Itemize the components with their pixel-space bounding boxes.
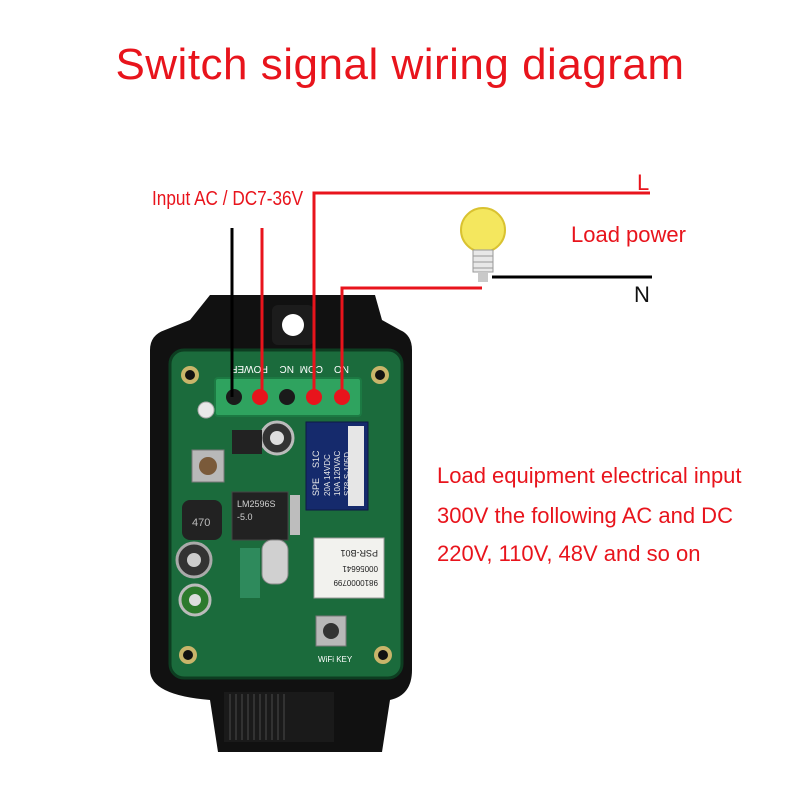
inductor-code: 470 bbox=[192, 517, 210, 529]
description-line-2: 300V the following AC and DC bbox=[437, 503, 733, 528]
light-bulb-icon bbox=[460, 207, 506, 282]
load-power-label: Load power bbox=[571, 222, 686, 247]
terminal-label-nc: NC bbox=[280, 363, 294, 374]
module-label-3: PSR-B01 bbox=[340, 548, 378, 558]
relay bbox=[305, 421, 369, 511]
capacitor-bottom bbox=[178, 583, 212, 617]
terminal-label-com: COM bbox=[300, 363, 323, 374]
line-l-label: L bbox=[637, 170, 650, 195]
relay-model: S1C bbox=[311, 450, 321, 468]
regulator-label-1: LM2596S bbox=[237, 499, 276, 509]
wifi-key-button bbox=[315, 615, 347, 647]
relay-rating-1: 20A 14VDC bbox=[323, 454, 332, 496]
relay-rating-2: 10A 120VAC bbox=[333, 451, 342, 496]
small-ic bbox=[232, 430, 262, 454]
led-indicator bbox=[197, 401, 215, 419]
inductor bbox=[182, 500, 222, 540]
terminal-label-power: POWER bbox=[230, 363, 268, 374]
wifi-key-label: WiFi KEY bbox=[318, 655, 353, 664]
capacitor-top bbox=[259, 420, 295, 456]
line-n-label: N bbox=[634, 282, 650, 307]
regulator-label-2: -5.0 bbox=[237, 512, 253, 522]
regulator-chip bbox=[231, 491, 300, 541]
crystal bbox=[261, 539, 289, 585]
capacitor-left bbox=[175, 541, 213, 579]
relay-part-number: S78-S-105D bbox=[343, 452, 352, 496]
relay-brand: SPE bbox=[311, 478, 321, 496]
wifi-module bbox=[313, 537, 385, 599]
rf-module bbox=[240, 548, 260, 598]
description-line-3: 220V, 110V, 48V and so on bbox=[437, 541, 701, 566]
mounting-hole bbox=[282, 314, 304, 336]
wire-load bbox=[340, 286, 482, 397]
input-voltage-label: Input AC / DC7-36V bbox=[152, 188, 304, 210]
module-label-2: 00056641 bbox=[342, 564, 378, 573]
module-label-1: 9810000799 bbox=[333, 578, 378, 587]
page-title: Switch signal wiring diagram bbox=[115, 40, 685, 89]
antenna-coil bbox=[224, 692, 334, 742]
description-line-1: Load equipment electrical input bbox=[437, 463, 742, 488]
tact-switch bbox=[191, 449, 225, 483]
wire-line-l bbox=[312, 191, 650, 397]
terminal-block bbox=[214, 377, 362, 417]
